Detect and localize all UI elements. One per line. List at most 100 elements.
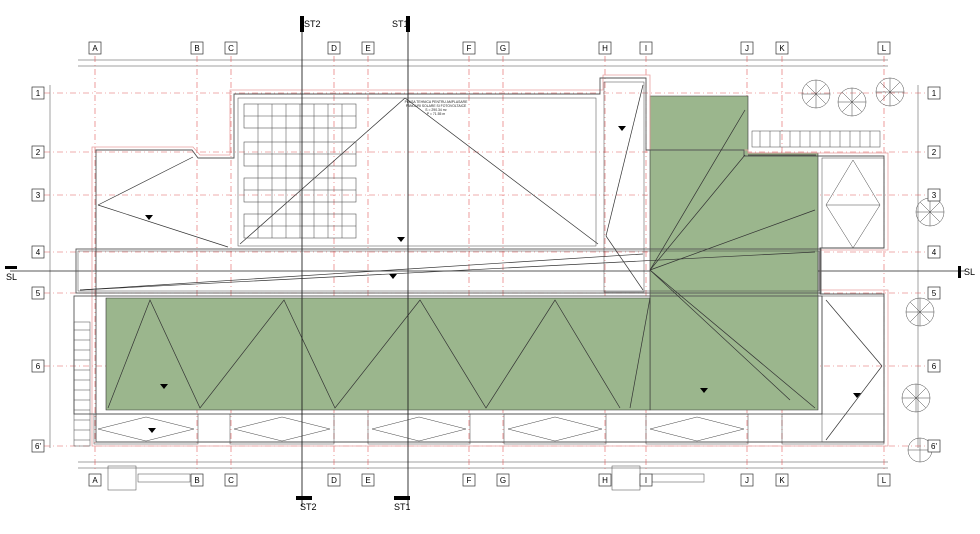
roof-note-line2: PANOURI SOLARE SI FOTOVOLTAICE	[406, 104, 467, 108]
axis-row-right-4-box	[927, 245, 941, 259]
level-marker-icon	[145, 215, 153, 220]
dimension-lines	[49, 59, 919, 469]
level-marker-icon	[160, 384, 168, 389]
axis-col-top-F: F	[467, 44, 472, 53]
axis-col-bottom-I: I	[645, 476, 647, 485]
solar-panel-rows	[243, 103, 357, 239]
axis-row-right-6': 6'	[931, 442, 937, 451]
section-line-sl: SL SL	[5, 266, 975, 282]
st1-label-bottom: ST1	[394, 502, 411, 512]
axis-col-top-F-box	[462, 41, 476, 55]
axis-row-right-5-box	[927, 286, 941, 300]
axis-col-bottom-J: J	[745, 476, 749, 485]
axis-col-bottom-F-box	[462, 473, 476, 487]
axis-row-left-1: 1	[36, 89, 41, 98]
axis-row-right-1: 1	[932, 89, 937, 98]
roof-note-line3: S = 290.34 m²	[425, 108, 447, 112]
axis-col-bottom-G-box	[496, 473, 510, 487]
axis-col-top-D-box	[327, 41, 341, 55]
axis-col-top-A-box	[88, 41, 102, 55]
axis-col-bottom-D-box	[327, 473, 341, 487]
section-line-st1: ST1 ST1	[392, 16, 411, 512]
axis-col-bottom-D: D	[331, 476, 337, 485]
axis-col-bottom-L-box	[877, 473, 891, 487]
level-markers	[145, 126, 861, 433]
axis-row-left-5-box	[31, 286, 45, 300]
roof-note-line1: PLASA TEHNICA PENTRU AMPLASARE	[405, 100, 468, 104]
axis-col-top-K-box	[775, 41, 789, 55]
axis-col-top-I: I	[645, 44, 647, 53]
roof-slope-lines	[79, 84, 883, 441]
axis-row-right-2-box	[927, 145, 941, 159]
axis-col-top-B-box	[190, 41, 204, 55]
axis-col-bottom-E-box	[361, 473, 375, 487]
axis-col-bottom-B-box	[190, 473, 204, 487]
axis-col-bottom-I-box	[639, 473, 653, 487]
axis-col-top-E: E	[365, 44, 370, 53]
axis-row-right-6: 6	[932, 362, 937, 371]
axis-row-left-6: 6	[36, 362, 41, 371]
axis-col-top-E-box	[361, 41, 375, 55]
axis-row-right-1-box	[927, 86, 941, 100]
axis-col-bottom-A-box	[88, 473, 102, 487]
axis-row-left-1-box	[31, 86, 45, 100]
axis-col-top-D: D	[331, 44, 337, 53]
level-marker-icon	[853, 393, 861, 398]
axis-col-top-J: J	[745, 44, 749, 53]
sl-label-left: SL	[6, 272, 17, 282]
green-roof-areas	[105, 95, 819, 411]
axis-row-left-3-box	[31, 188, 45, 202]
level-marker-icon	[148, 428, 156, 433]
level-marker-icon	[389, 274, 397, 279]
trees	[801, 77, 945, 463]
roof-note: PLASA TEHNICA PENTRU AMPLASARE PANOURI S…	[405, 100, 468, 116]
axis-row-left-5: 5	[36, 289, 41, 298]
axis-col-bottom-L: L	[882, 476, 887, 485]
axis-col-top-L: L	[882, 44, 887, 53]
level-marker-icon	[700, 388, 708, 393]
st2-label-top: ST2	[304, 19, 321, 29]
tree-icon	[915, 197, 945, 227]
axis-col-bottom-B: B	[194, 476, 199, 485]
tree-icon	[837, 87, 867, 117]
building-outline	[73, 74, 889, 447]
axis-col-top-J-box	[740, 41, 754, 55]
axis-col-bottom-J-box	[740, 473, 754, 487]
axis-col-bottom-G: G	[500, 476, 506, 485]
roof-note-line4: P = 71.55 m	[427, 112, 445, 116]
stair-northeast	[751, 130, 881, 148]
south-roof-ridges	[107, 297, 651, 409]
axis-col-bottom-K: K	[779, 476, 785, 485]
axis-col-top-H-box	[598, 41, 612, 55]
axis-col-bottom-H: H	[602, 476, 608, 485]
axis-row-right-3-box	[927, 188, 941, 202]
st1-label-top: ST1	[392, 19, 409, 29]
axis-col-top-B: B	[194, 44, 199, 53]
level-marker-icon	[618, 126, 626, 131]
axis-row-left-3: 3	[36, 191, 41, 200]
axis-col-bottom-E: E	[365, 476, 370, 485]
axis-col-top-I-box	[639, 41, 653, 55]
tree-icon	[875, 77, 905, 107]
axis-row-right-4: 4	[932, 248, 937, 257]
green-roof-south	[105, 297, 651, 411]
axis-col-top-G: G	[500, 44, 506, 53]
axis-row-left-6': 6'	[35, 442, 41, 451]
axis-col-bottom-A: A	[92, 476, 98, 485]
level-marker-icon	[397, 237, 405, 242]
sl-label-right: SL	[964, 267, 975, 277]
section-line-st2: ST2 ST2	[296, 16, 321, 512]
axis-col-bottom-H-box	[598, 473, 612, 487]
axis-row-right-2: 2	[932, 148, 937, 157]
axis-row-left-6-box	[31, 359, 45, 373]
skylight-east	[825, 159, 881, 249]
axis-col-top-L-box	[877, 41, 891, 55]
tree-icon	[901, 383, 931, 413]
axis-col-bottom-C-box	[224, 473, 238, 487]
skylights-south	[93, 413, 885, 445]
axis-col-bottom-C: C	[228, 476, 234, 485]
axis-row-left-2: 2	[36, 148, 41, 157]
